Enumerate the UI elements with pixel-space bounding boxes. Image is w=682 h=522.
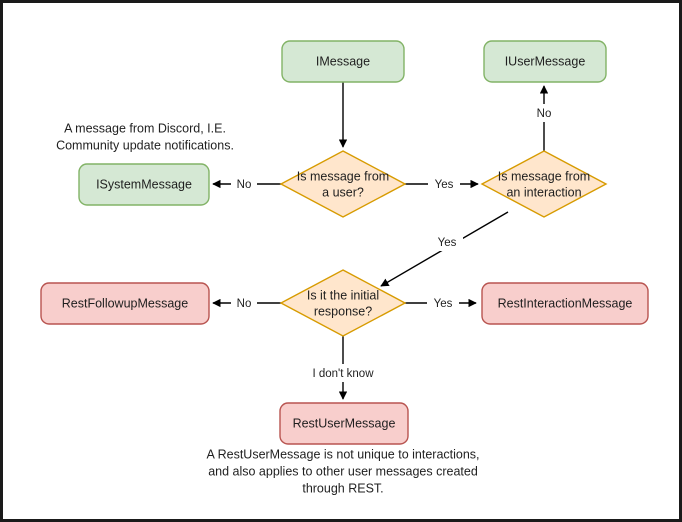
edge-label-no-iusermessage: No xyxy=(531,104,557,122)
edge-label-text: No xyxy=(537,108,552,120)
edge-label-yes-is-initial-response: Yes xyxy=(431,233,463,251)
node-shape[interactable] xyxy=(481,282,649,325)
node-shape[interactable] xyxy=(483,40,607,83)
edge-label-text: No xyxy=(237,179,252,191)
node-label-line1: Is message from xyxy=(297,169,389,183)
edge-label-text: Yes xyxy=(438,237,457,249)
node-label: RestFollowupMessage xyxy=(62,296,188,310)
node-restfollowupmessage[interactable]: RestFollowupMessage xyxy=(40,282,210,325)
edge-label-text: No xyxy=(237,298,252,310)
node-iusermessage[interactable]: IUserMessage xyxy=(483,40,607,83)
node-is-from-user[interactable]: Is message from a user? xyxy=(279,150,407,218)
nodes-layer: IMessage IUserMessage ISystemMessage Is … xyxy=(40,40,649,445)
node-shape[interactable] xyxy=(40,282,210,325)
node-shape[interactable] xyxy=(480,150,608,218)
node-shape[interactable] xyxy=(281,40,405,83)
note-isystemmessage: A message from Discord, I.E. Community u… xyxy=(56,121,234,152)
edge-label-text: I don't know xyxy=(312,368,374,380)
node-shape[interactable] xyxy=(279,402,409,445)
node-is-initial-response[interactable]: Is it the initial response? xyxy=(279,269,407,337)
node-restusermessage[interactable]: RestUserMessage xyxy=(279,402,409,445)
node-label-line1: Is message from xyxy=(498,169,590,183)
edge-label-yes-restinteractionmessage: Yes xyxy=(427,294,459,312)
node-shape[interactable] xyxy=(279,269,407,337)
node-label: ISystemMessage xyxy=(96,177,192,191)
node-label-line2: a user? xyxy=(322,185,364,199)
notes-layer: A message from Discord, I.E. Community u… xyxy=(56,121,479,495)
note-line-2: and also applies to other user messages … xyxy=(208,464,478,478)
node-restinteractionmessage[interactable]: RestInteractionMessage xyxy=(481,282,649,325)
node-label-line1: Is it the initial xyxy=(307,288,379,302)
note-line-1: A RestUserMessage is not unique to inter… xyxy=(206,447,479,461)
node-isystemmessage[interactable]: ISystemMessage xyxy=(78,163,210,206)
node-imessage[interactable]: IMessage xyxy=(281,40,405,83)
node-label: IUserMessage xyxy=(505,54,586,68)
edges-layer xyxy=(212,82,549,400)
flowchart-svg: No Yes No Yes No Yes xyxy=(40,40,649,495)
edge-label-text: Yes xyxy=(434,298,453,310)
node-label-line2: response? xyxy=(314,304,372,318)
note-line-2: Community update notifications. xyxy=(56,138,234,152)
node-label: IMessage xyxy=(316,54,370,68)
edge-label-text: Yes xyxy=(435,179,454,191)
node-label-line2: an interaction xyxy=(506,185,581,199)
node-shape[interactable] xyxy=(78,163,210,206)
note-line-3: through REST. xyxy=(302,481,383,495)
note-line-1: A message from Discord, I.E. xyxy=(64,121,226,135)
edge-label-idk-restusermessage: I don't know xyxy=(300,364,386,382)
edge-labels-layer: No Yes No Yes No Yes xyxy=(231,104,557,382)
node-label: RestUserMessage xyxy=(293,416,396,430)
node-label: RestInteractionMessage xyxy=(498,296,633,310)
node-shape[interactable] xyxy=(279,150,407,218)
node-is-from-interaction[interactable]: Is message from an interaction xyxy=(480,150,608,218)
edge-label-yes-is-from-interaction: Yes xyxy=(428,175,460,193)
edge-label-no-isystemmessage: No xyxy=(231,175,257,193)
edge-label-no-restfollowupmessage: No xyxy=(231,294,257,312)
note-restusermessage: A RestUserMessage is not unique to inter… xyxy=(206,447,479,495)
